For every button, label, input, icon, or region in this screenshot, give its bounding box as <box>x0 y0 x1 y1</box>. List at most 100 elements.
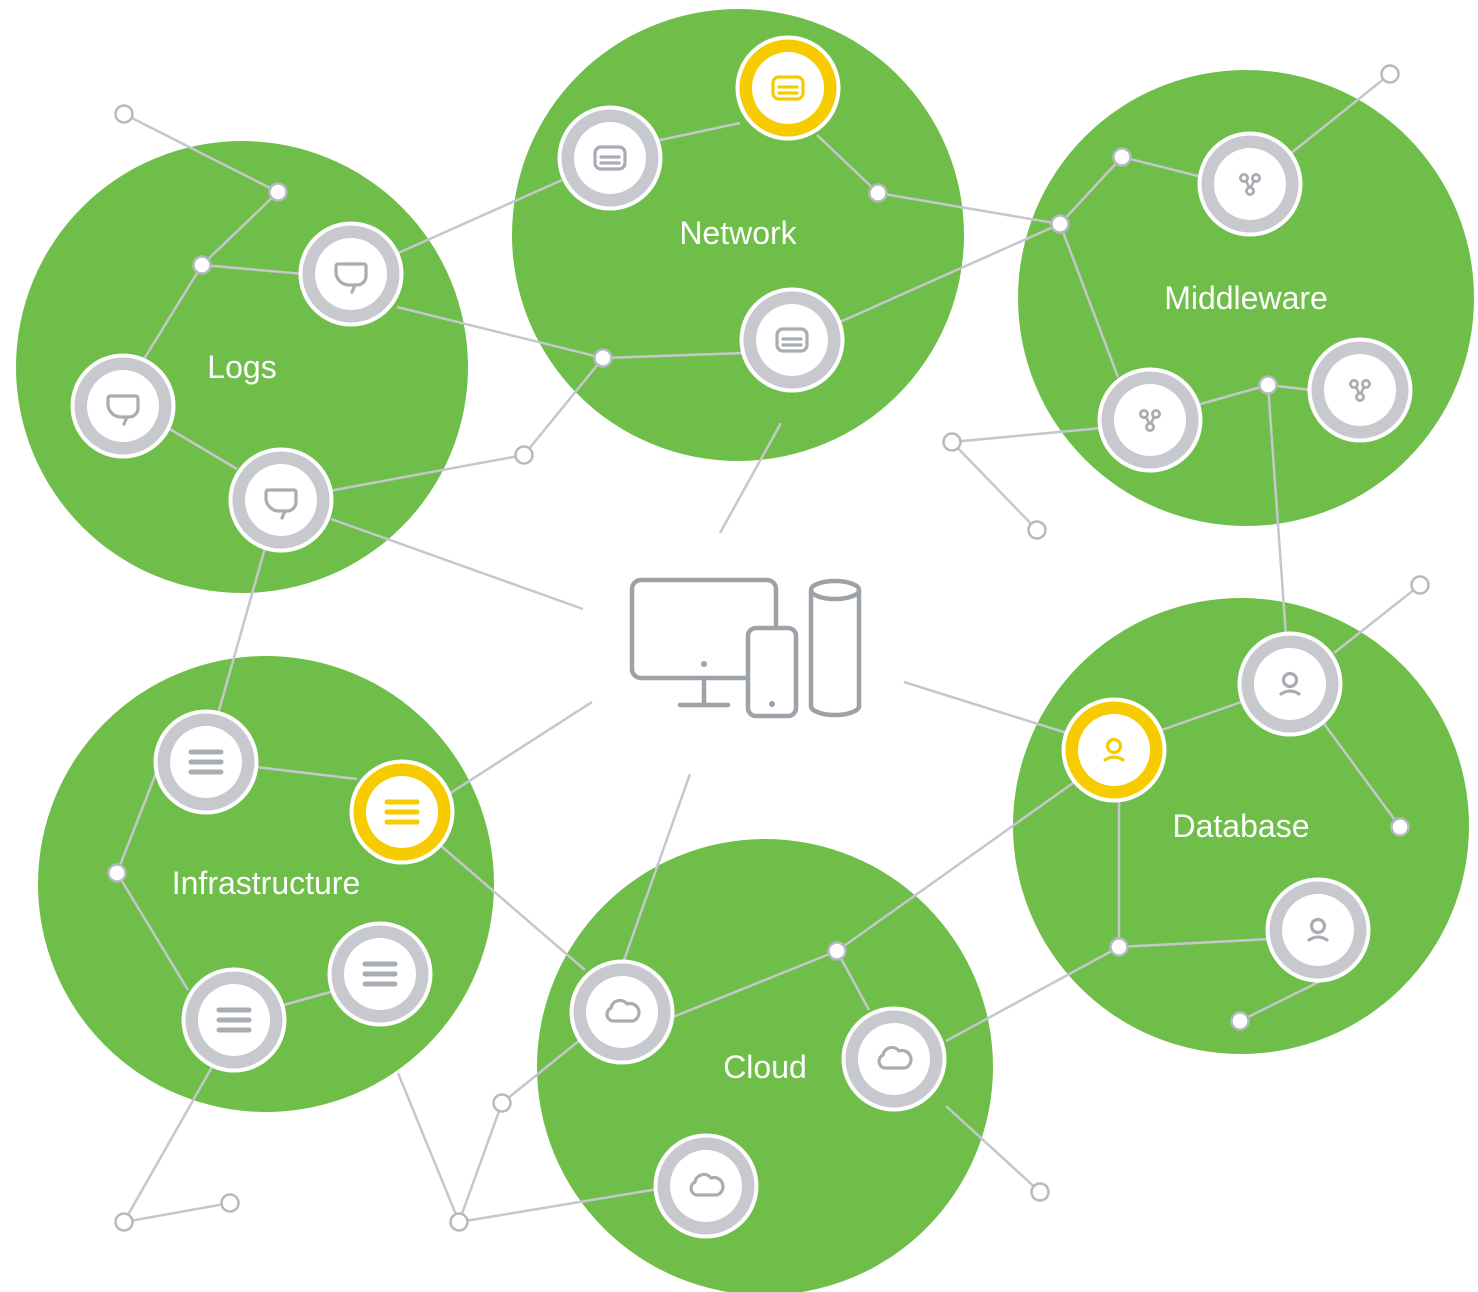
labels-layer: LogsNetworkMiddlewareInfrastructureCloud… <box>172 215 1328 1085</box>
junction-dot <box>114 1212 134 1232</box>
middleware-node <box>1097 367 1203 473</box>
link-line <box>816 134 879 194</box>
link-line <box>501 1039 581 1104</box>
card-icon <box>771 75 805 101</box>
junction-dot <box>1258 375 1278 395</box>
junction-dot <box>868 183 888 203</box>
network-node <box>735 35 841 141</box>
link-line <box>523 357 604 456</box>
junction-dot <box>449 1212 469 1232</box>
junction-dots-layer <box>107 64 1430 1232</box>
link-line <box>396 305 604 360</box>
junction-dot <box>220 1193 240 1213</box>
link-line <box>330 517 584 611</box>
link-line <box>458 1187 659 1224</box>
cluster-label-logs: Logs <box>207 349 276 385</box>
link-line <box>945 1105 1041 1193</box>
cloud-node <box>841 1006 947 1112</box>
link-line <box>328 453 525 493</box>
cloud-icon <box>877 1045 913 1070</box>
link-line <box>667 949 838 1021</box>
link-line <box>142 264 204 360</box>
link-line <box>123 112 279 194</box>
cluster-cloud <box>537 839 993 1292</box>
junction-dot <box>942 432 962 452</box>
link-line <box>448 700 593 796</box>
junction-dot <box>1230 1011 1250 1031</box>
link-line <box>1320 720 1402 828</box>
server-stack-icon <box>216 1007 252 1033</box>
junction-dot <box>1112 147 1132 167</box>
user-icon <box>1307 917 1329 942</box>
link-line <box>951 441 1038 531</box>
junction-dot <box>1109 937 1129 957</box>
cloud-icon <box>689 1172 725 1197</box>
link-line <box>1289 73 1391 155</box>
links-layer <box>115 73 1421 1224</box>
link-line <box>201 191 279 266</box>
junction-dot <box>114 104 134 124</box>
infrastructure-node <box>349 759 455 865</box>
logs-node <box>228 447 334 553</box>
link-line <box>1118 937 1271 949</box>
junction-dot <box>514 445 534 465</box>
infrastructure-node <box>153 709 259 815</box>
server-stack-icon <box>362 961 398 987</box>
link-line <box>115 767 160 874</box>
link-line <box>279 989 335 1008</box>
link-line <box>877 191 1061 226</box>
link-line <box>621 773 692 964</box>
cloud-icon <box>605 998 641 1023</box>
user-icon <box>1103 737 1125 762</box>
logs-node <box>298 221 404 327</box>
link-line <box>951 426 1103 444</box>
devices-icon <box>629 577 862 719</box>
junction-dot <box>268 182 288 202</box>
link-line <box>1266 384 1288 637</box>
link-line <box>216 547 267 715</box>
link-line <box>255 765 358 781</box>
chat-bubble-icon <box>264 488 298 520</box>
cloud-node <box>569 959 675 1065</box>
link-line <box>115 872 190 991</box>
database-node <box>1265 877 1371 983</box>
link-line <box>655 121 741 143</box>
link-line <box>1333 584 1421 654</box>
link-line <box>201 263 305 276</box>
nodes-layer <box>70 35 1413 1239</box>
infrastructure-node <box>181 967 287 1073</box>
junction-dot <box>107 863 127 883</box>
cluster-label-network: Network <box>679 215 797 251</box>
junction-dot <box>1380 64 1400 84</box>
link-line <box>395 178 563 256</box>
link-line <box>835 950 871 1011</box>
database-node <box>1237 631 1343 737</box>
link-line <box>1058 223 1120 378</box>
server-stack-icon <box>188 749 224 775</box>
middleware-node <box>1197 131 1303 237</box>
junction-dot <box>1030 1182 1050 1202</box>
link-line <box>945 945 1120 1043</box>
nodes-icon <box>1138 408 1161 432</box>
database-node <box>1061 697 1167 803</box>
link-line <box>718 422 783 534</box>
server-stack-icon <box>384 799 420 825</box>
junction-dot <box>593 348 613 368</box>
chat-bubble-icon <box>334 262 368 294</box>
nodes-icon <box>1348 378 1371 402</box>
link-line <box>1158 699 1245 733</box>
link-line <box>123 1201 231 1224</box>
logs-node <box>70 353 176 459</box>
link-line <box>903 680 1071 736</box>
middleware-node <box>1307 337 1413 443</box>
link-line <box>1196 383 1269 407</box>
link-line <box>457 1102 504 1223</box>
chat-bubble-icon <box>106 394 140 426</box>
link-line <box>836 781 1074 953</box>
infrastructure-node <box>327 921 433 1027</box>
link-line <box>1059 156 1123 225</box>
link-line <box>439 844 586 971</box>
junction-dot <box>1050 214 1070 234</box>
cluster-label-cloud: Cloud <box>723 1049 807 1085</box>
